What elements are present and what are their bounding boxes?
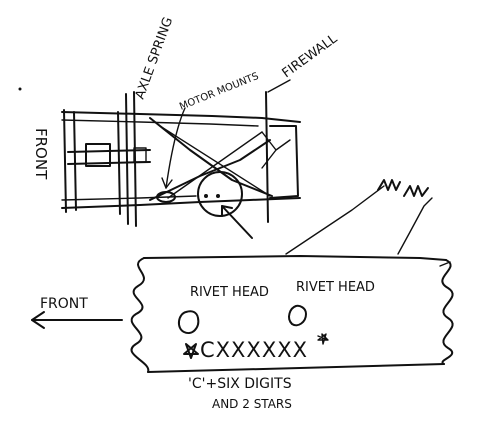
mount-hole-left — [204, 194, 208, 198]
callout-arrow — [221, 205, 253, 239]
rivet-panel: RIVET HEAD RIVET HEAD CXXXXXX — [130, 255, 454, 373]
panel-right-wavy-edge — [441, 259, 454, 365]
firewall-bracket — [269, 125, 299, 199]
x-member-diag — [159, 125, 271, 199]
motor-mount-leader — [165, 107, 186, 189]
rivet-head-right — [288, 304, 307, 327]
firewall-gussets — [261, 131, 291, 169]
rivet-head-label-2: RIVET HEAD — [296, 280, 375, 295]
dot-marker — [18, 87, 22, 91]
front-arrow-head — [31, 311, 45, 329]
zoom-squiggle-lower — [403, 185, 429, 197]
frame-rail-lower-inner — [61, 195, 197, 201]
frame-rail-upper — [61, 111, 301, 123]
panel-top-edge — [143, 255, 447, 261]
front-bottom-label: FRONT — [40, 296, 88, 312]
front-crossmember — [63, 109, 77, 213]
zoom-squiggle-upper — [377, 179, 401, 191]
x-member-upper — [149, 117, 273, 197]
small-box — [133, 147, 147, 163]
zoom-line-left — [285, 185, 385, 255]
star-right-icon — [317, 333, 329, 345]
callout-arrowhead — [221, 205, 233, 217]
rivet-area-circle — [197, 171, 243, 217]
serial-code: CXXXXXX — [200, 338, 308, 362]
zoom-line-right — [397, 197, 433, 255]
panel-left-wavy-edge — [130, 257, 150, 373]
motor-mount-leader-head — [161, 177, 173, 189]
front-top-label: FRONT — [32, 128, 50, 180]
caption-line-2: AND 2 STARS — [212, 397, 292, 411]
motor-mounts-label: MOTOR MOUNTS — [178, 71, 260, 113]
mount-hole-right — [216, 194, 220, 198]
panel-bottom-edge — [147, 363, 445, 373]
firewall-leader — [267, 79, 291, 93]
frame-rail-upper-inner — [61, 119, 259, 127]
firewall-label: FIREWALL — [280, 31, 341, 81]
axle-spring-label: AXLE SPRING — [133, 15, 177, 101]
rivet-label-1-text: RIVET HEAD — [190, 285, 269, 300]
rivet-head-label-1: RIVET HEAD — [190, 285, 269, 300]
rivet-label-2-text: RIVET HEAD — [296, 280, 375, 295]
caption-line-1: 'C'+SIX DIGITS — [188, 376, 292, 392]
left-box — [85, 143, 111, 167]
frame-top-view — [18, 79, 301, 239]
front-arrow-bottom: FRONT — [31, 296, 123, 329]
motor-mount-oval — [156, 191, 176, 203]
star-left-icon — [183, 343, 199, 359]
panel-right-tick — [439, 261, 451, 267]
firewall-line — [265, 91, 269, 223]
rivet-head-left — [178, 310, 200, 334]
x-member-lower — [149, 139, 271, 201]
